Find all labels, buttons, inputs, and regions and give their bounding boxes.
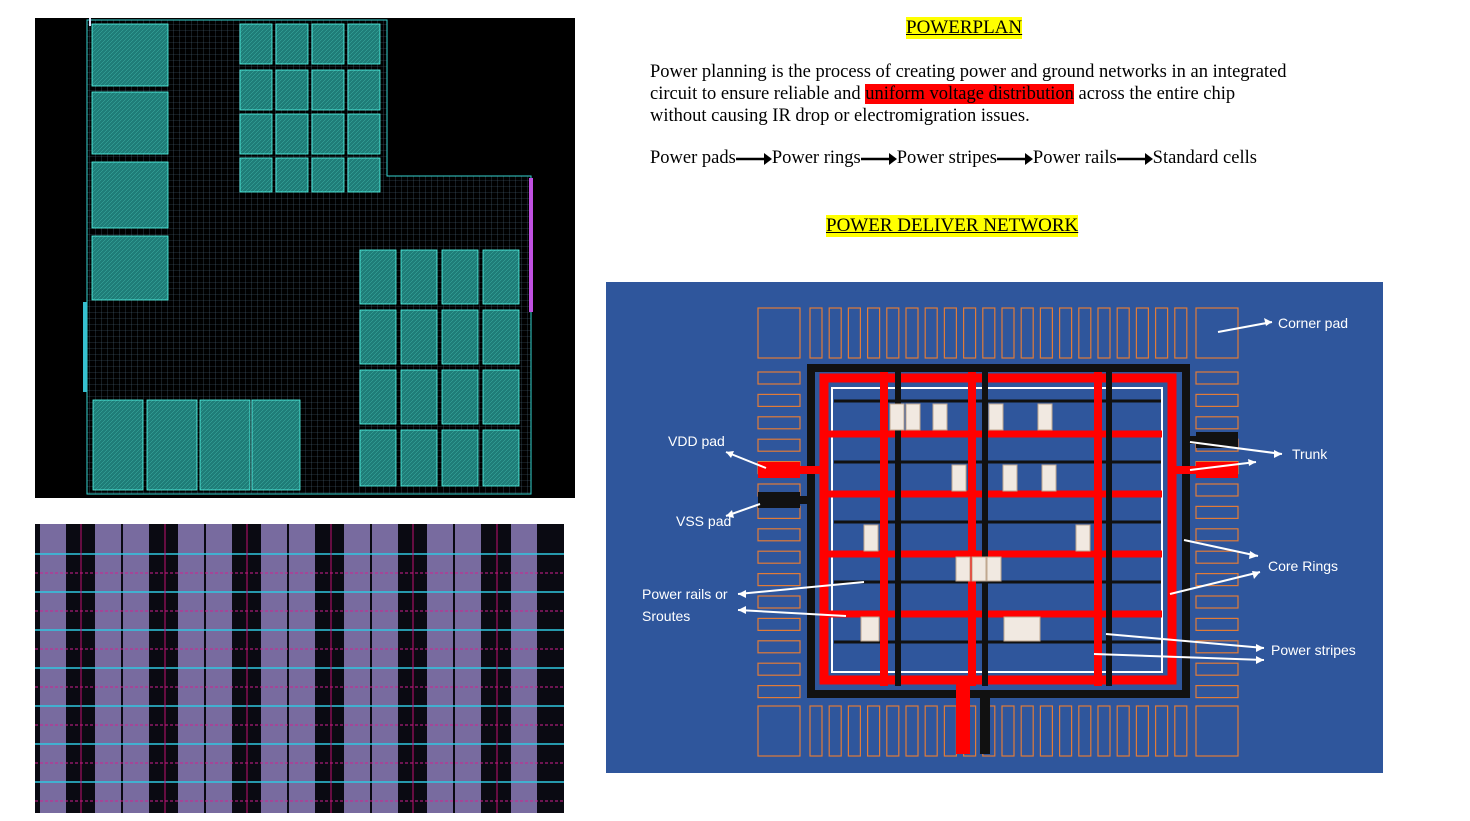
io-pad: [1175, 308, 1187, 358]
io-pad: [810, 706, 822, 756]
io-pad: [758, 529, 800, 541]
io-pad: [1060, 308, 1072, 358]
io-pad: [1196, 372, 1238, 384]
io-pad: [1021, 308, 1033, 358]
flow-step-5: Standard cells: [1153, 148, 1257, 168]
io-pad: [1002, 308, 1014, 358]
io-pad: [1196, 663, 1238, 675]
io-pad: [758, 439, 800, 451]
io-pad: [1117, 706, 1129, 756]
io-pad: [848, 706, 860, 756]
description-paragraph: Power planning is the process of creatin…: [650, 61, 1290, 127]
io-pad: [1021, 706, 1033, 756]
io-pad: [758, 641, 800, 653]
io-pad: [758, 394, 800, 406]
io-pad: [1040, 706, 1052, 756]
io-pad: [1156, 308, 1168, 358]
io-pad: [944, 706, 956, 756]
io-pad: [1079, 706, 1091, 756]
io-pad: [1002, 706, 1014, 756]
io-pad: [925, 308, 937, 358]
io-pad: [810, 308, 822, 358]
io-pad: [1060, 706, 1072, 756]
label-corner-pad: Corner pad: [1278, 315, 1348, 331]
flow-step-4: Power rails: [1033, 148, 1117, 168]
label-vss-pad: VSS pad: [676, 513, 731, 529]
io-pad: [868, 308, 880, 358]
io-pad: [1196, 417, 1238, 429]
io-pad: [758, 372, 800, 384]
io-pad: [1196, 596, 1238, 608]
io-pad: [1196, 529, 1238, 541]
io-pad: [758, 417, 800, 429]
io-pad: [758, 618, 800, 630]
flow-step-1: Power pads: [650, 148, 736, 168]
io-pad: [1196, 618, 1238, 630]
io-pad: [758, 551, 800, 563]
io-pad: [925, 706, 937, 756]
section-title: POWER DELIVER NETWORK: [826, 215, 1078, 237]
io-pad: [1136, 706, 1148, 756]
io-pad: [1175, 706, 1187, 756]
arrow-right-icon: [861, 152, 897, 166]
io-pad: [906, 706, 918, 756]
arrow-right-icon: [997, 152, 1033, 166]
io-pad: [887, 706, 899, 756]
flow-step-3: Power stripes: [897, 148, 997, 168]
io-pad: [1098, 706, 1110, 756]
io-pad: [1040, 308, 1052, 358]
io-pad: [1196, 686, 1238, 698]
io-pad: [829, 308, 841, 358]
floorplan-layout-image: [35, 18, 575, 498]
flow-step-2: Power rings: [772, 148, 861, 168]
io-pad: [829, 706, 841, 756]
io-pad: [1136, 308, 1148, 358]
io-pad: [758, 686, 800, 698]
io-pad: [1117, 308, 1129, 358]
io-pad: [758, 663, 800, 675]
label-trunk: Trunk: [1292, 446, 1328, 462]
io-pad: [964, 308, 976, 358]
label-power-stripes: Power stripes: [1271, 642, 1356, 658]
arrow-right-icon: [1117, 152, 1153, 166]
io-pad: [1196, 394, 1238, 406]
io-pad: [1098, 308, 1110, 358]
io-pad: [983, 308, 995, 358]
power-delivery-network-diagram: Corner pad VDD pad VSS pad Trunk Core Ri…: [606, 282, 1383, 773]
io-pad: [906, 308, 918, 358]
io-pad: [1196, 506, 1238, 518]
label-power-rails-2: Sroutes: [642, 608, 690, 624]
io-pad: [944, 308, 956, 358]
io-pad: [758, 596, 800, 608]
power-flow: Power pads Power rings Power stripes Power …: [650, 147, 1257, 169]
io-pad: [1196, 551, 1238, 563]
arrow-right-icon: [736, 152, 772, 166]
io-pad: [887, 308, 899, 358]
io-pad: [1079, 308, 1091, 358]
io-pad: [1196, 484, 1238, 496]
io-pad: [758, 506, 800, 518]
label-power-rails-1: Power rails or: [642, 586, 728, 602]
description-highlight: uniform voltage distribution: [865, 84, 1074, 104]
io-pad: [848, 308, 860, 358]
io-pad: [758, 574, 800, 586]
page-title: POWERPLAN: [906, 17, 1022, 39]
label-core-rings: Core Rings: [1268, 558, 1338, 574]
io-pad: [868, 706, 880, 756]
io-pad: [1156, 706, 1168, 756]
power-stripes-image: [35, 524, 564, 813]
label-vdd-pad: VDD pad: [668, 433, 725, 449]
